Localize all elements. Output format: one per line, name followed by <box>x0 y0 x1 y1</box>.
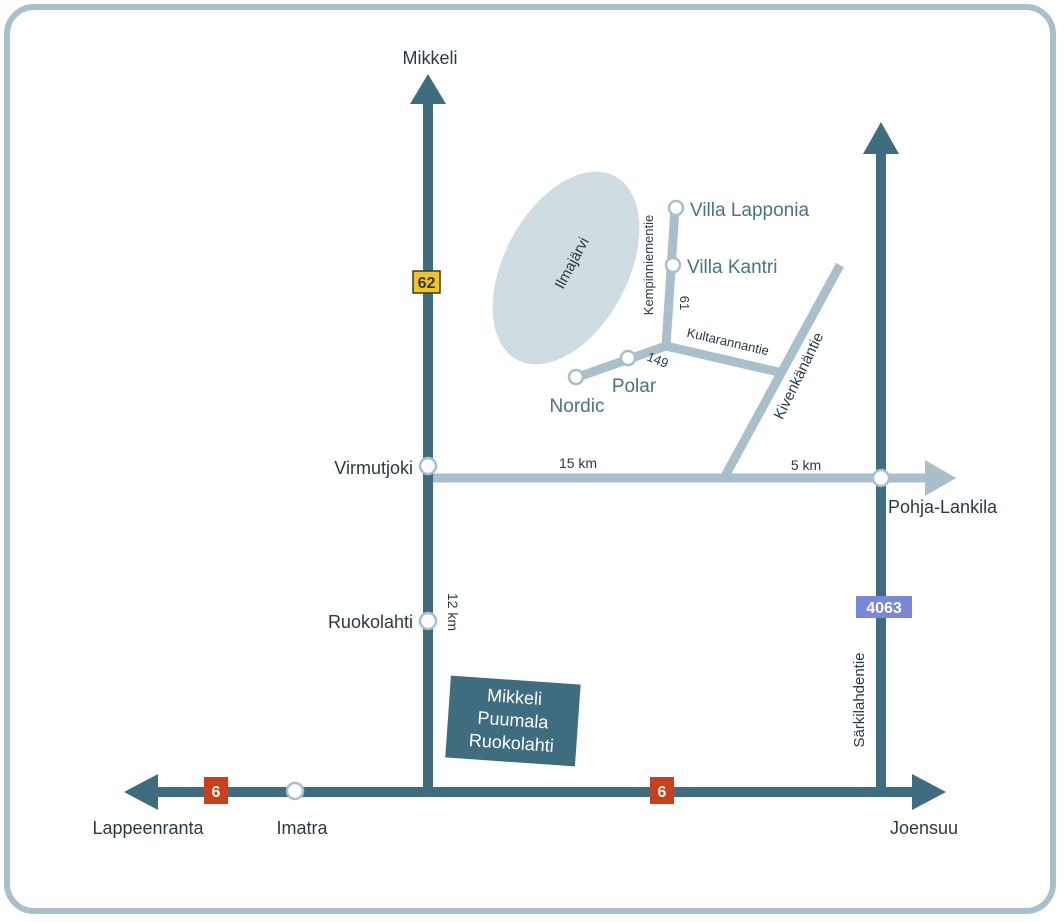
junction-virmutjoki <box>418 456 438 476</box>
badge-4063 <box>856 596 912 618</box>
label-villa-lapponia: Villa Lapponia <box>690 200 809 221</box>
junction-ruokolahti <box>418 611 438 631</box>
badge-4063-label: 4063 <box>866 600 902 617</box>
road-name-sarkilahdentie: Särkilahdentie <box>851 652 868 747</box>
lake-ilmajarvi <box>492 171 640 365</box>
marker-villa-kantri <box>664 256 682 274</box>
sign-background <box>445 675 581 767</box>
label-lappeenranta: Lappeenranta <box>92 818 204 838</box>
label-imatra: Imatra <box>276 818 328 838</box>
label-villa-kantri: Villa Kantri <box>687 257 777 278</box>
label-virmutjoki: Virmutjoki <box>334 458 413 478</box>
arrow-north-4063 <box>863 122 899 154</box>
road-ref-61: 61 <box>677 296 692 310</box>
badge-62 <box>412 270 441 294</box>
road-kultarannantie <box>664 341 780 377</box>
junction-imatra <box>285 781 305 801</box>
label-pohja-lankila: Pohja-Lankila <box>888 497 998 517</box>
arrow-pohja-lankila <box>925 460 956 496</box>
badge-6-right <box>650 777 674 804</box>
road-kivenkanantie <box>720 262 844 481</box>
distance-5km: 5 km <box>791 457 821 473</box>
distance-12km: 12 km <box>445 593 461 631</box>
badge-62-label: 62 <box>418 275 436 292</box>
sign-line-1: Mikkeli <box>486 685 542 709</box>
road-149 <box>573 341 668 383</box>
road-name-kempinniementie: Kempinniementie <box>641 215 656 315</box>
label-polar: Polar <box>612 376 657 397</box>
direction-sign: Mikkeli Puumala Ruokolahti <box>445 675 581 767</box>
label-nordic: Nordic <box>550 396 605 417</box>
label-joensuu: Joensuu <box>890 818 958 838</box>
junction-pohja-lankila <box>871 468 891 488</box>
marker-nordic <box>567 368 585 386</box>
badge-6-right-label: 6 <box>658 784 667 801</box>
marker-villa-lapponia <box>667 199 685 217</box>
arrow-lappeenranta <box>124 774 158 810</box>
badge-6-left-label: 6 <box>212 784 221 801</box>
road-ref-149: 149 <box>645 349 671 371</box>
badge-6-left <box>204 777 228 804</box>
arrow-mikkeli <box>410 74 446 104</box>
label-mikkeli: Mikkeli <box>402 48 457 68</box>
marker-polar <box>619 349 637 367</box>
distance-15km: 15 km <box>559 455 597 471</box>
road-kempinniementie <box>661 207 680 347</box>
arrow-joensuu <box>912 774 946 810</box>
label-ruokolahti: Ruokolahti <box>328 612 413 632</box>
